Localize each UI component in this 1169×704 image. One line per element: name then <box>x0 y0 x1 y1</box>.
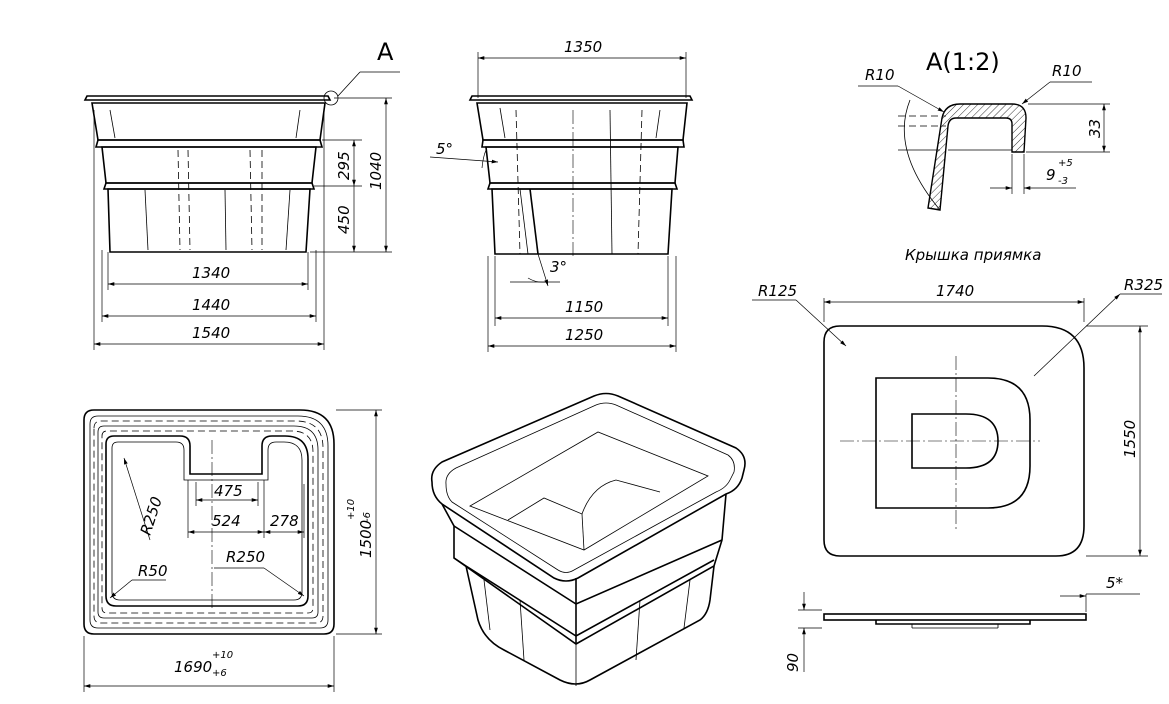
dim-295: 295 <box>335 151 353 180</box>
angle-5: 5° <box>436 140 453 158</box>
lid-view: Крышка приямка 1740 R125 R325 1550 5* <box>752 246 1163 672</box>
isometric-view <box>430 392 746 686</box>
dim-1500: 1500 <box>357 520 375 558</box>
lid-title: Крышка приямка <box>905 246 1041 264</box>
dim-1740: 1740 <box>936 282 974 300</box>
dim-1040: 1040 <box>367 152 385 190</box>
dim-1500-tol-lower: -6 <box>362 512 373 522</box>
dim-9: 9 <box>1046 166 1056 184</box>
side-view: 1350 5° 3° 1150 1250 <box>429 38 694 352</box>
view-label-a: A <box>377 38 394 66</box>
detail-a-view: A(1:2) R10 R10 33 9 +5 -3 <box>858 48 1110 211</box>
radius-325: R325 <box>1124 276 1163 294</box>
lid-outline <box>823 325 1085 557</box>
dim-33: 33 <box>1086 119 1104 138</box>
dim-1690-tol-lower: +6 <box>212 668 227 679</box>
detail-title: A(1:2) <box>926 48 1000 76</box>
dim-1250: 1250 <box>565 326 603 344</box>
dim-1500-tol-upper: +10 <box>346 499 357 520</box>
dim-1550: 1550 <box>1121 420 1139 458</box>
detail-section-hatch <box>927 103 1027 211</box>
dim-1690: 1690 <box>174 658 212 676</box>
dim-524: 524 <box>212 512 241 530</box>
dim-1440: 1440 <box>192 296 230 314</box>
dim-9-tol-lower: -3 <box>1058 176 1068 187</box>
angle-3: 3° <box>550 258 567 276</box>
dim-5: 5* <box>1106 574 1124 592</box>
radius-250-a: R250 <box>137 495 166 538</box>
dim-90: 90 <box>784 653 802 672</box>
dim-475: 475 <box>214 482 243 500</box>
dim-278: 278 <box>270 512 299 530</box>
dim-1350: 1350 <box>564 38 602 56</box>
front-view: A 1340 1440 1540 295 450 1040 <box>83 38 400 350</box>
dim-450: 450 <box>335 205 353 234</box>
dim-1690-tol-upper: +10 <box>212 650 233 661</box>
radius-250-b: R250 <box>226 548 265 566</box>
lid-side-profile <box>823 613 1087 621</box>
dim-1150: 1150 <box>565 298 603 316</box>
detail-radius-left: R10 <box>865 66 895 84</box>
dim-1540: 1540 <box>192 324 230 342</box>
plan-view: 475 524 278 R250 R50 R250 1500 +10 -6 16… <box>83 409 382 692</box>
dim-9-tol-upper: +5 <box>1058 158 1073 169</box>
radius-125: R125 <box>758 282 797 300</box>
radius-50: R50 <box>138 562 168 580</box>
dim-1340: 1340 <box>192 264 230 282</box>
detail-radius-right: R10 <box>1052 62 1082 80</box>
